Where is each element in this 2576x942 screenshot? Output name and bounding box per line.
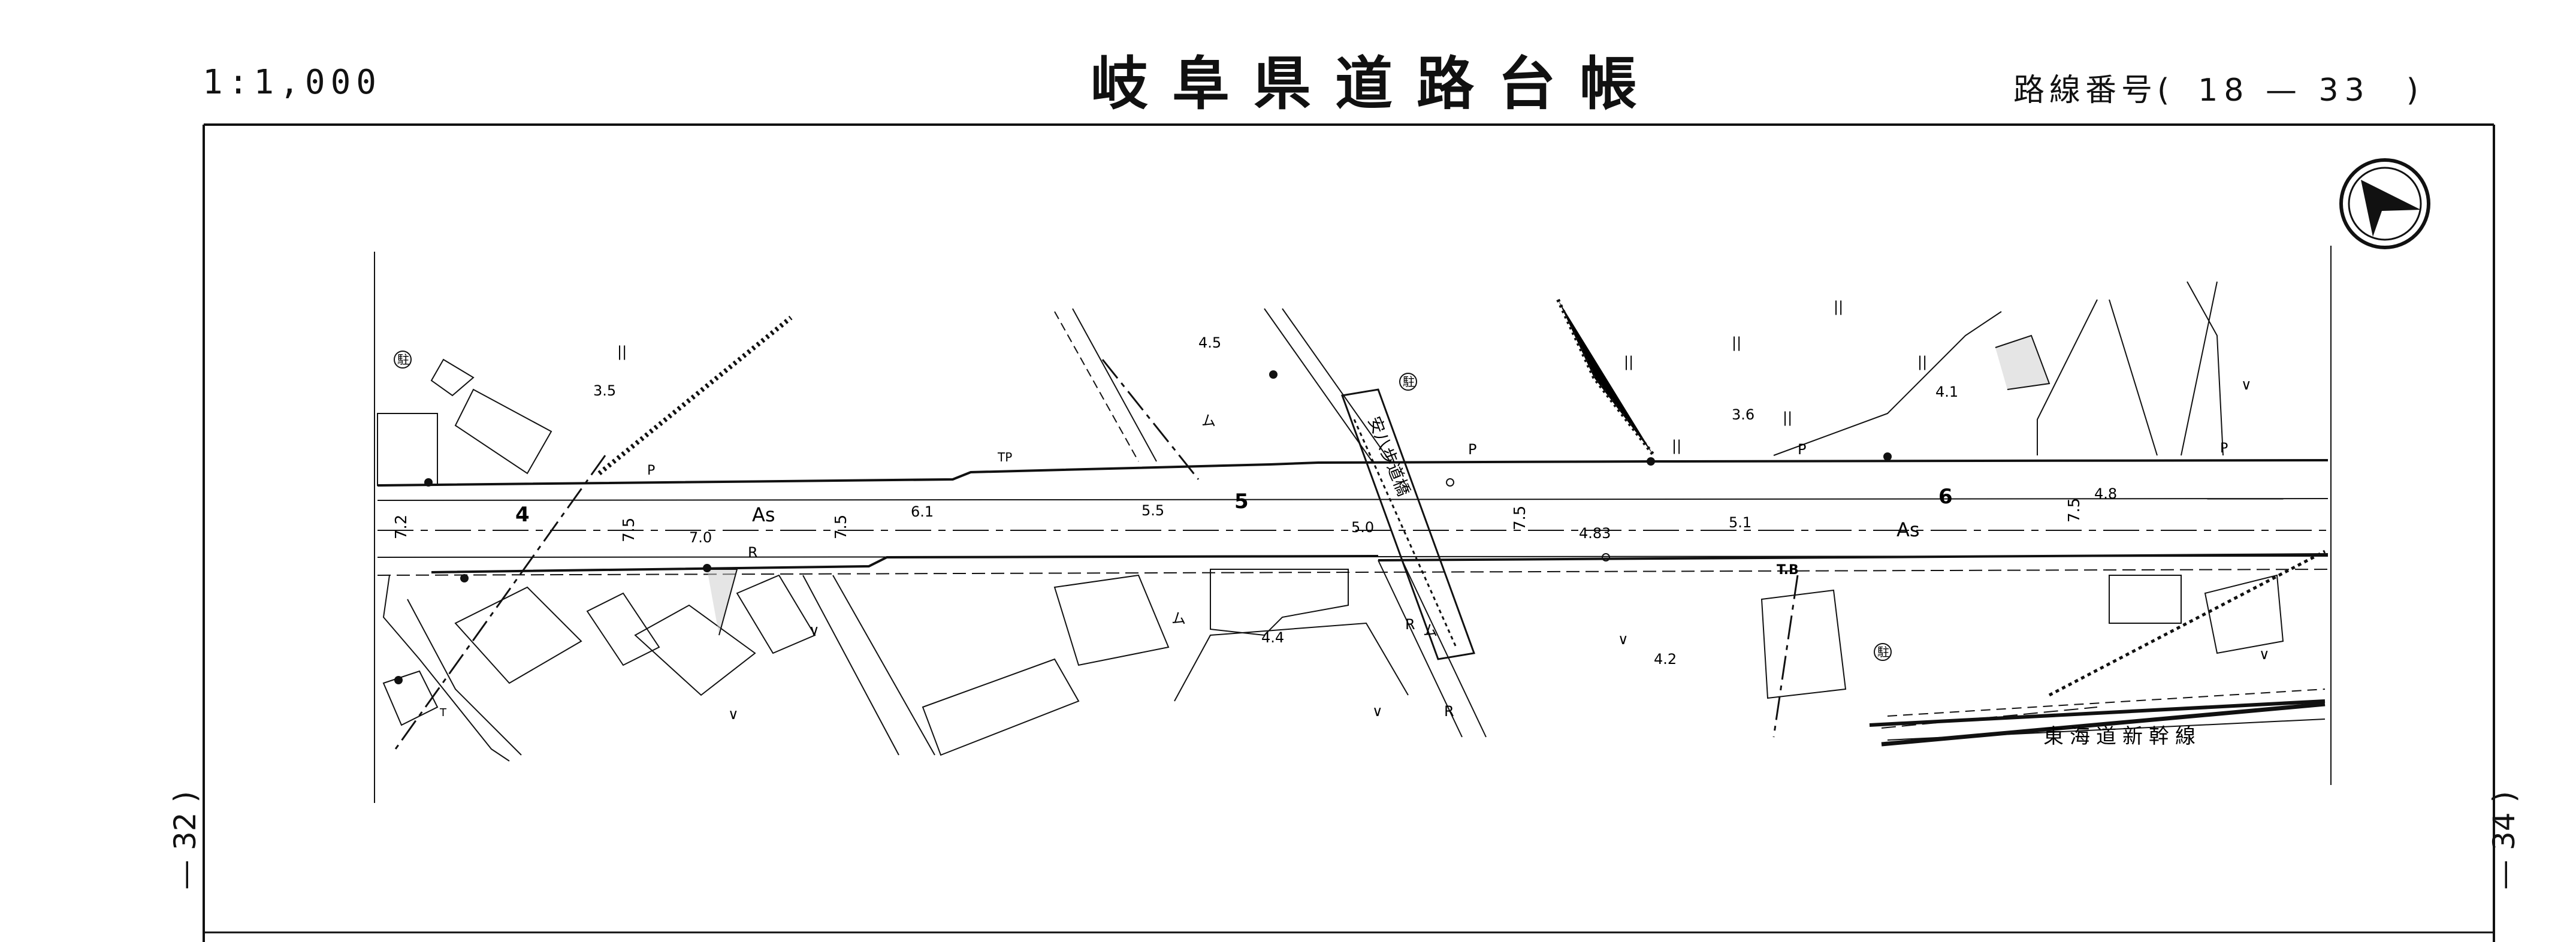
road-width: 7.5 [2065,498,2083,523]
scale-label: 1:1,000 [203,63,382,102]
svg-text:7.0: 7.0 [689,529,712,546]
svg-text:4.4: 4.4 [1261,629,1284,646]
elevation-labels: 3.5 7.0 6.1 5.5 4.5 5.0 4.4 4.83 3.6 5.1… [593,334,2117,668]
svg-text:||: || [1624,354,1633,370]
section-number-6: 6 [1938,485,1953,509]
road-width: 7.5 [620,518,638,542]
route-close: ) [2406,73,2423,108]
side-roads [382,281,2326,762]
svg-text:3.5: 3.5 [593,382,616,399]
svg-text:4.5: 4.5 [1198,334,1221,351]
r-label: R [1405,616,1415,633]
poles [394,370,1892,684]
svg-text:∨: ∨ [2259,646,2270,663]
page-title: 岐阜県道路台帳 [1091,50,1661,117]
route-number: 路線番号( 18 — 33) [2013,65,2423,110]
r-label: R [748,544,758,561]
p-label: P [2220,441,2228,456]
svg-text:5.1: 5.1 [1729,514,1751,531]
p-label: P [647,463,655,478]
svg-text:駐: 駐 [397,352,409,367]
bridge-label: 安八歩道橋 [1364,413,1414,499]
section-number-4: 4 [515,503,530,527]
main-road [377,459,2329,576]
svg-text:駐: 駐 [1877,645,1889,659]
tb-label: T.B [1777,563,1799,578]
svg-text:∨: ∨ [1372,703,1383,720]
svg-text:4.1: 4.1 [1935,384,1958,400]
sheet-frame [203,123,2495,942]
svg-text:||: || [1783,409,1792,426]
svg-text:||: || [617,343,627,360]
t-label: T [439,707,447,719]
p-label: P [1798,441,1806,458]
road-width: 7.5 [1511,506,1529,530]
svg-text:∨: ∨ [1618,631,1629,648]
svg-text:||: || [1917,354,1927,370]
svg-text:4.8: 4.8 [2094,485,2117,502]
surface-label: As [752,503,775,526]
svg-text:ム: ム [1171,610,1186,627]
svg-text:駐: 駐 [1403,375,1415,389]
r-label: R [1444,703,1454,720]
svg-text:4.83: 4.83 [1579,525,1611,542]
svg-text:4.2: 4.2 [1654,651,1677,668]
route-label: 路線番号( [2013,73,2175,108]
boundary-lines [394,359,1799,750]
p-label: P [1468,441,1476,458]
svg-text:∨: ∨ [728,706,739,723]
hatching [597,298,2326,697]
parking-symbols: 駐 駐 駐 [394,351,1892,661]
svg-text:3.6: 3.6 [1732,406,1754,423]
svg-text:∨: ∨ [2241,376,2252,393]
surface-label: As [1896,518,1920,541]
tp-label: TP [997,450,1012,464]
buildings [377,358,2284,756]
svg-text:∨: ∨ [809,622,820,639]
railway-label: 東海道新幹線 [2043,724,2201,748]
svg-text:||: || [1834,298,1843,315]
pedestrian-bridge [1340,388,1476,660]
railway-line [1881,702,2326,747]
svg-text:5.0: 5.0 [1351,519,1374,536]
land-use-marks: || || || || || || || ム ム ム ∨ ∨ ∨ ∨ ∨ ∨ [617,298,2270,723]
svg-text:||: || [1672,437,1681,454]
road-width: 7.5 [832,515,850,539]
north-arrow-icon [2339,158,2430,249]
svg-text:6.1: 6.1 [911,503,934,520]
section-number-5: 5 [1234,490,1249,514]
svg-text:ム: ム [1201,412,1216,429]
svg-text:ム: ム [1423,622,1438,639]
svg-text:||: || [1732,334,1741,351]
route-number-value: 18 — 33 [2198,73,2370,108]
road-width: 7.2 [392,515,410,539]
svg-text:5.5: 5.5 [1141,502,1164,519]
